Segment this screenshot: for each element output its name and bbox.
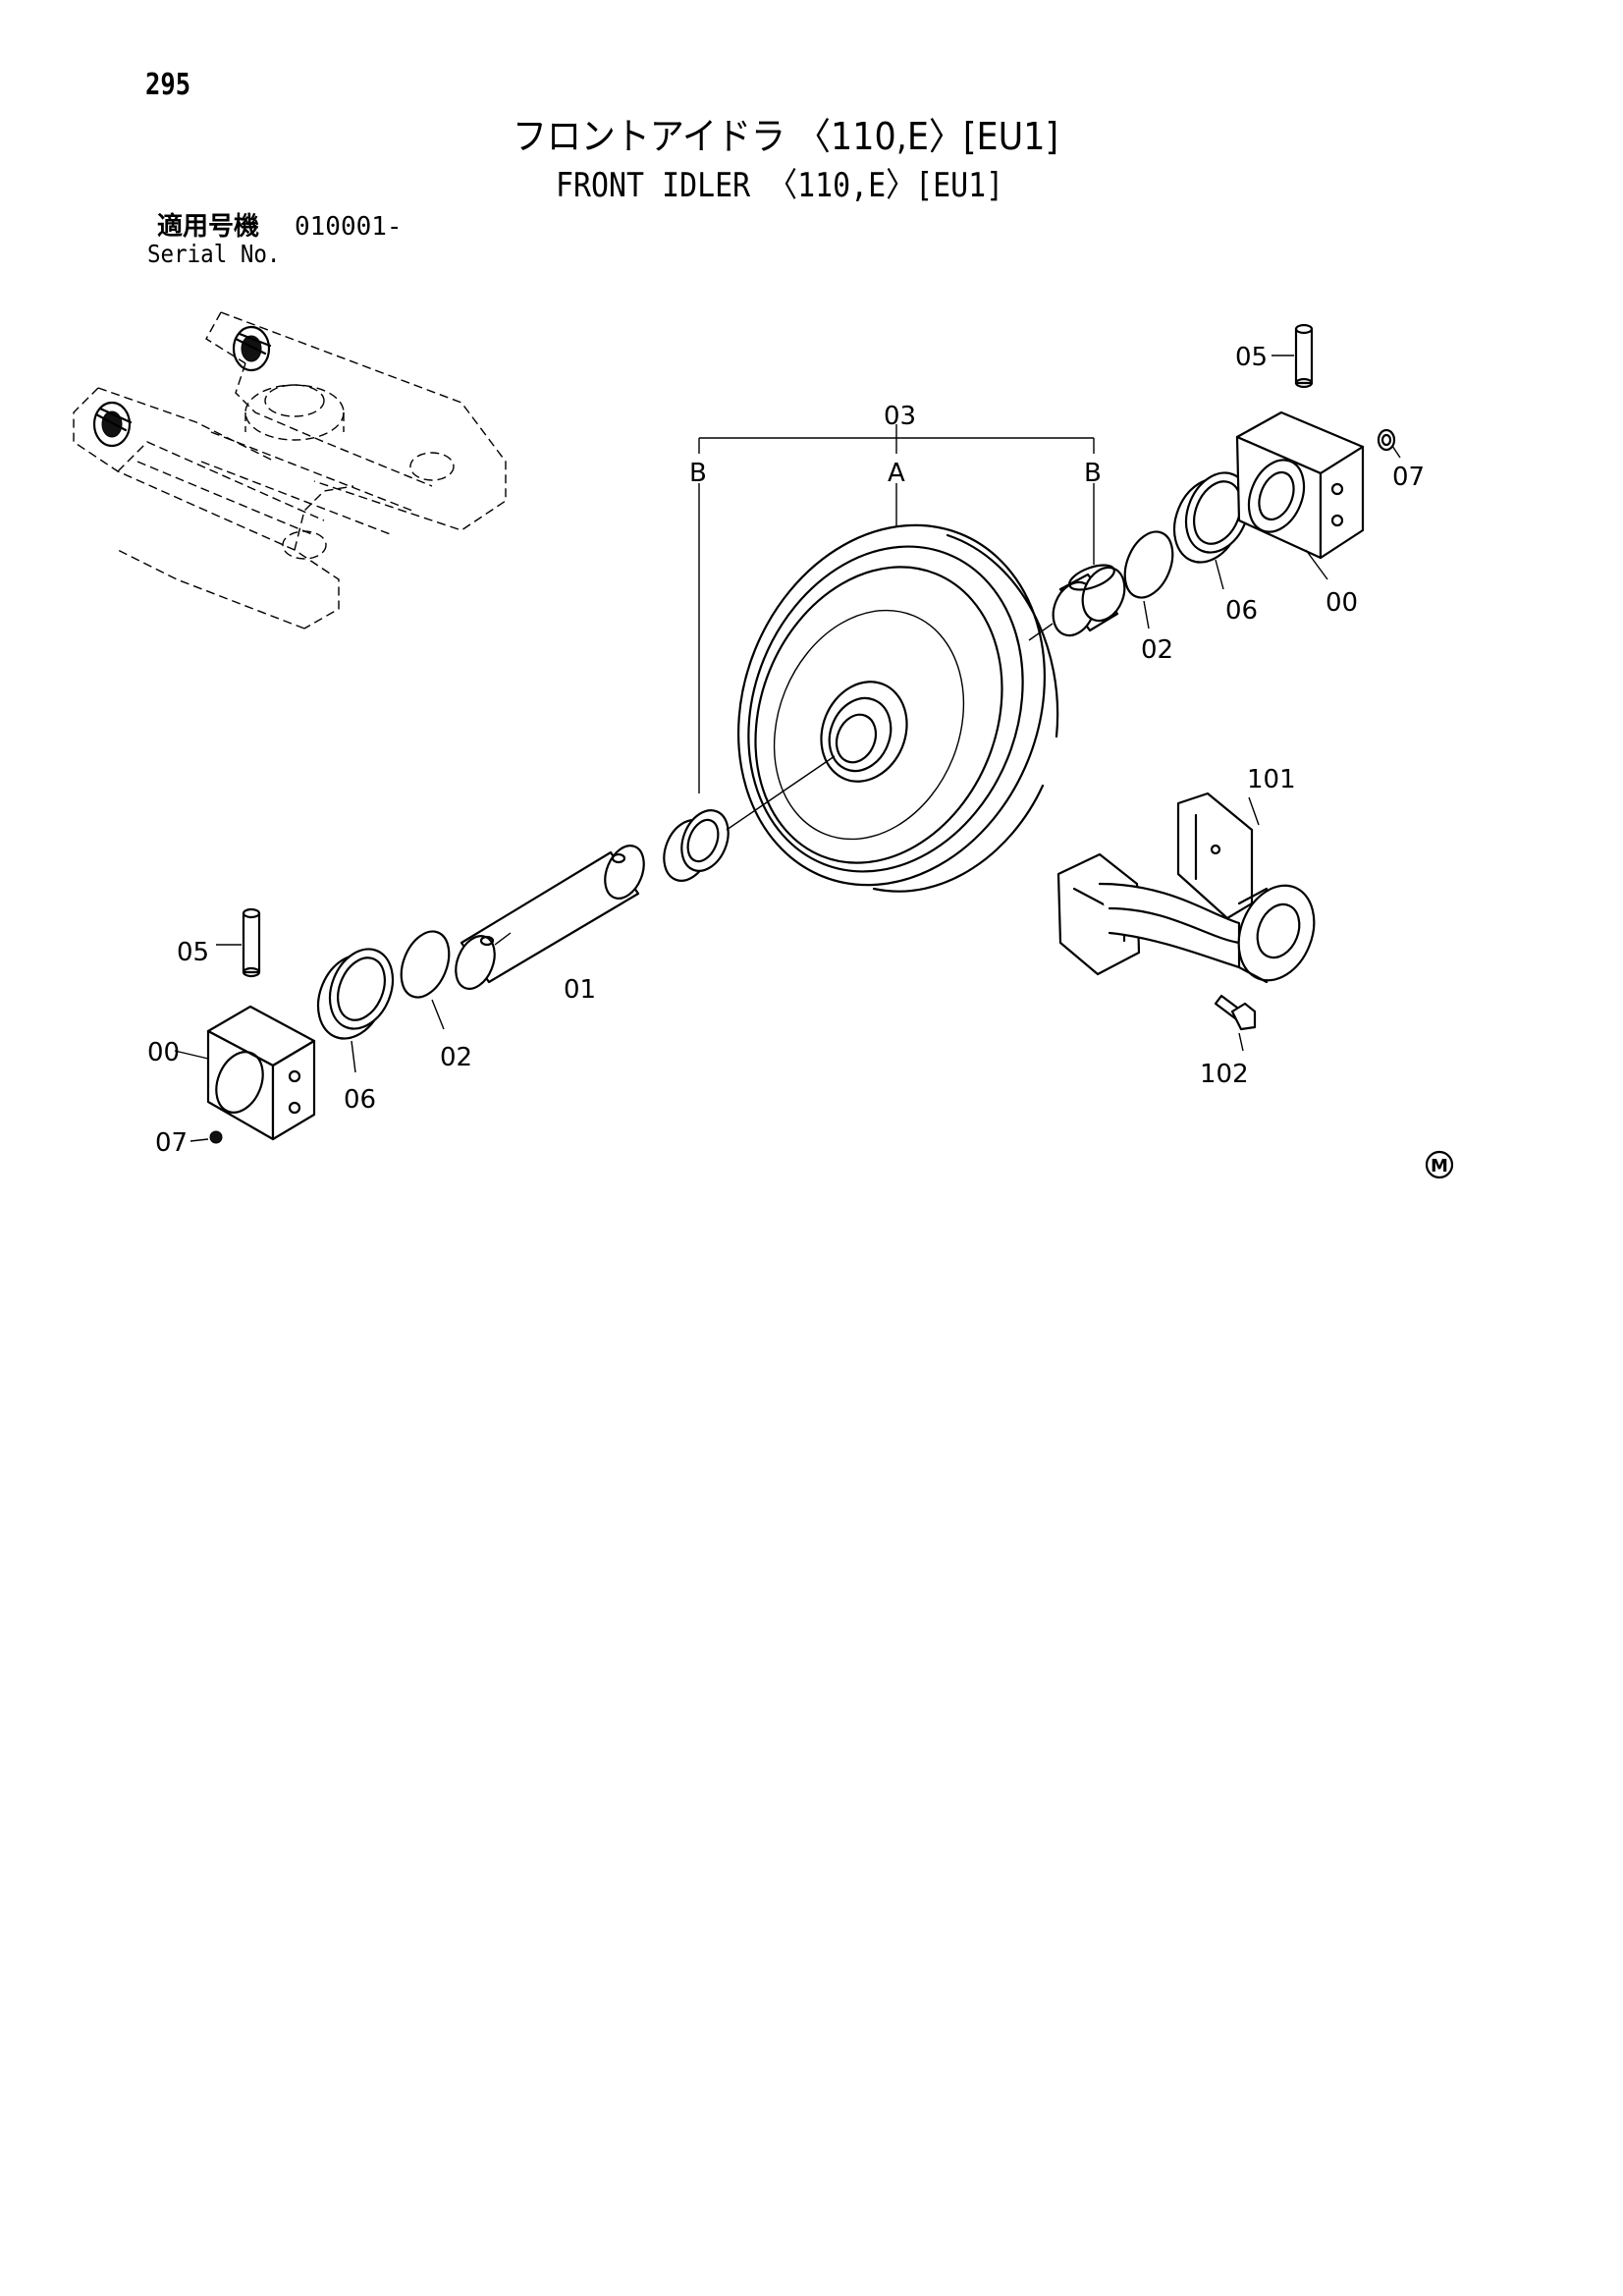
page-title-english: FRONT IDLER 〈110,E〉[EU1] bbox=[556, 166, 1004, 205]
idler-highlight-front bbox=[92, 401, 133, 448]
bushing-left bbox=[663, 755, 836, 882]
serial-number-value: 010001- bbox=[295, 212, 403, 242]
label-o-ring-left: 02 bbox=[440, 1043, 472, 1072]
seal-right bbox=[1172, 471, 1251, 590]
label-plug-right: 07 bbox=[1392, 463, 1425, 492]
pin-left bbox=[216, 907, 261, 978]
o-ring-right bbox=[1123, 530, 1174, 629]
serial-label-japanese: 適用号機 bbox=[157, 212, 260, 242]
idler-highlight-rear bbox=[232, 325, 272, 372]
label-shaft-01: 01 bbox=[564, 975, 596, 1005]
label-o-ring-right: 02 bbox=[1141, 635, 1173, 665]
label-collar-right: 00 bbox=[1325, 588, 1358, 618]
shaft bbox=[455, 845, 645, 990]
idler-wheel bbox=[737, 523, 1059, 893]
plug-left bbox=[189, 1130, 223, 1144]
label-sub-b-left: B bbox=[689, 459, 707, 488]
label-assy-03: 03 bbox=[884, 402, 916, 431]
assembly-bracket bbox=[698, 424, 1095, 793]
track-frame-sketch bbox=[73, 311, 507, 629]
serial-label-english: Serial No. bbox=[147, 240, 281, 268]
label-bolt-102: 102 bbox=[1200, 1060, 1249, 1089]
circled-m-mark: M bbox=[1425, 1150, 1454, 1179]
label-seal-right: 06 bbox=[1225, 596, 1258, 626]
page-number: 295 bbox=[145, 68, 191, 102]
pin-right bbox=[1271, 323, 1314, 389]
label-sub-a: A bbox=[888, 459, 905, 488]
o-ring-left bbox=[400, 930, 451, 1030]
label-pin-right: 05 bbox=[1235, 343, 1268, 372]
label-sub-b-right: B bbox=[1084, 459, 1102, 488]
mounting-bracket bbox=[1056, 792, 1316, 984]
callout-labels: 03 A B B 05 07 00 06 02 101 102 01 05 00… bbox=[147, 343, 1425, 1158]
label-plug-left: 07 bbox=[155, 1128, 188, 1158]
mark-letter: M bbox=[1431, 1156, 1448, 1176]
bushing-right bbox=[1028, 564, 1126, 641]
collar-housing-left bbox=[174, 1005, 316, 1141]
label-bracket-101: 101 bbox=[1247, 765, 1296, 794]
seal-left bbox=[316, 948, 395, 1073]
collar-housing-right bbox=[1235, 410, 1365, 580]
plug-right bbox=[1377, 428, 1401, 459]
bolt bbox=[1214, 994, 1257, 1052]
page-title-japanese: フロントアイドラ 〈110,E〉[EU1] bbox=[513, 115, 1059, 158]
label-collar-left: 00 bbox=[147, 1038, 180, 1067]
label-pin-left: 05 bbox=[177, 938, 209, 967]
label-seal-left: 06 bbox=[344, 1085, 376, 1115]
